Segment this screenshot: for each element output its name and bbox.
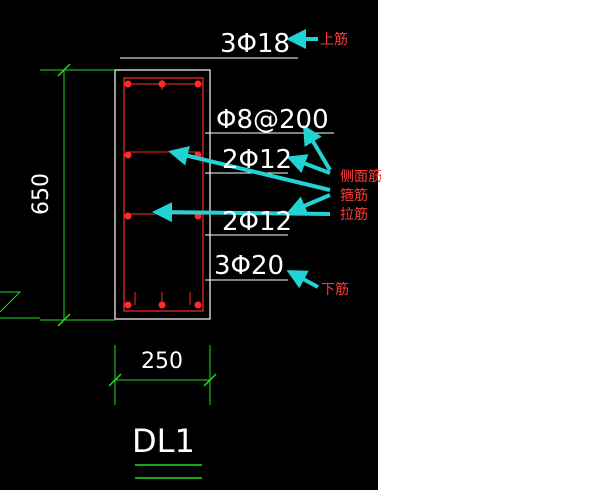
- stirrups-label: Φ8@200: [216, 105, 329, 135]
- partial-symbol: [0, 291, 22, 313]
- rebar-top-2: [158, 80, 166, 88]
- rebar-side-1l: [124, 151, 132, 159]
- note-stirrup: 箍筋: [340, 187, 368, 204]
- note-top: 上筋: [320, 31, 348, 48]
- arrow-stirrup-2: [168, 146, 331, 192]
- beam-outline: [114, 69, 211, 320]
- note-bottom: 下筋: [321, 281, 349, 298]
- dim-width-tick-left: [108, 373, 122, 387]
- note-side: 侧面筋: [340, 168, 382, 185]
- dim-width-tick-right: [203, 373, 217, 387]
- rebar-bottom-1: [124, 301, 132, 309]
- side-bars-1-label: 2Φ12: [222, 145, 292, 175]
- rebar-bottom-2: [158, 301, 166, 309]
- rebar-top-3: [194, 80, 202, 88]
- arrow-side-1: [286, 154, 331, 175]
- arrow-tie: [152, 202, 331, 223]
- stirrup-outline: [123, 77, 204, 312]
- dim-height-tick-top: [57, 63, 71, 77]
- dim-height-tick-bottom: [57, 313, 71, 327]
- side-bars-2-label: 2Φ12: [222, 207, 292, 237]
- width-dim-label: 250: [141, 349, 183, 374]
- note-tie: 拉筋: [340, 206, 368, 223]
- bottom-bars-label: 3Φ20: [214, 251, 284, 281]
- beam-name: DL1: [132, 422, 195, 460]
- rebar-bottom-3: [194, 301, 202, 309]
- height-dim-label: 650: [29, 173, 54, 215]
- top-bars-label: 3Φ18: [220, 29, 290, 59]
- arrow-side-2: [286, 193, 331, 215]
- rebar-side-2l: [124, 212, 132, 220]
- rebar-top-1: [124, 80, 132, 88]
- drawing-canvas: [0, 0, 378, 490]
- arrow-stirrup-1: [302, 124, 332, 172]
- arrow-bottom: [286, 270, 319, 289]
